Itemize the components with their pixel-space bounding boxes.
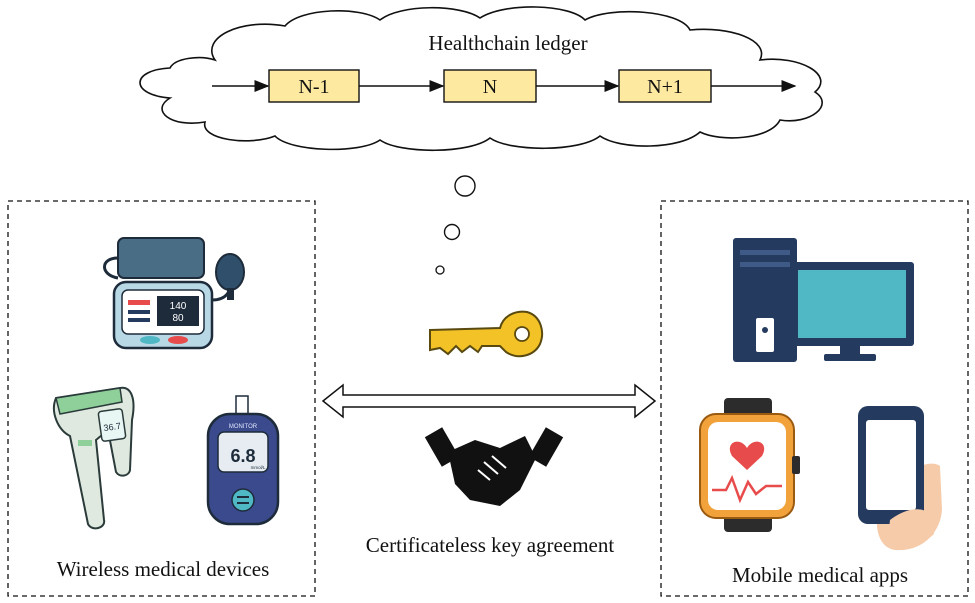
thought-bubble-small [435,265,445,275]
bp-systolic-reading: 140 [170,301,187,312]
block-n-minus-1-label: N-1 [298,76,329,98]
glucose-reading: 6.8 [230,446,255,466]
mobile-apps-panel: Mobile medical apps [660,200,969,597]
glucose-brand-label: MONITOR [229,424,258,430]
block-n-plus-1 [618,69,712,103]
bp-diastolic-reading: 80 [172,313,184,324]
thought-bubble-large [454,175,476,197]
block-n-minus-1 [268,69,360,103]
healthchain-ledger-cloud: Healthchain ledger N-1 N N+1 [139,6,823,152]
center-caption: Certificateless key agreement [366,533,615,557]
ledger-title: Healthchain ledger [428,31,587,55]
glucose-unit: mmol/L [251,465,266,470]
left-panel-caption: Wireless medical devices [57,557,270,581]
block-n-plus-1-label: N+1 [647,76,683,98]
handshake-icon [424,427,564,506]
right-panel-border [660,200,969,597]
left-panel-border [7,200,316,597]
infrared-thermometer-icon: 36.7 [52,386,135,530]
thermometer-reading: 36.7 [103,421,122,433]
double-arrow-icon [321,383,657,419]
block-n-label: N [483,76,497,98]
glucose-meter-icon: MONITOR 6.8 mmol/L [206,395,280,526]
thought-bubbles [435,175,476,275]
key-icon [429,310,544,358]
blood-pressure-monitor-icon: 140 80 [103,237,245,350]
thought-bubble-medium [443,223,461,241]
smartphone-icon [858,406,942,551]
smartwatch-icon [699,398,800,532]
desktop-computer-icon [733,238,914,362]
wireless-devices-panel: 140 80 36.7 MONITOR 6.8 mmol/L [7,200,316,597]
right-panel-caption: Mobile medical apps [732,563,908,587]
